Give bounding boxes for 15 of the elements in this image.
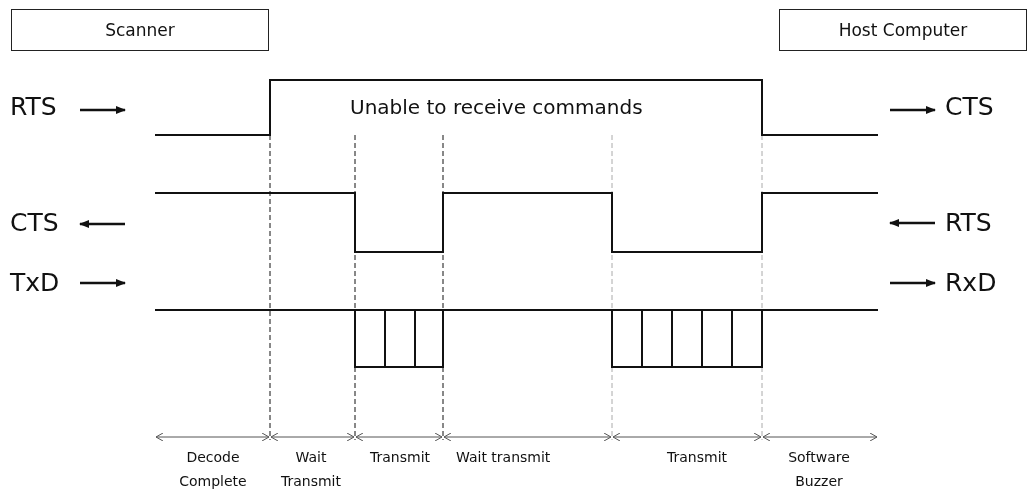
- interval-label: Software Buzzer: [787, 448, 851, 490]
- interval-label: Decode Complete: [178, 448, 248, 490]
- signal-name: CTS: [10, 208, 59, 237]
- signal-name: TxD: [10, 268, 60, 297]
- signal-name: RTS: [945, 208, 992, 237]
- interval-label: Wait Transmit: [280, 448, 342, 490]
- signal-name: RTS: [10, 92, 57, 121]
- endpoint-box: Host Computer: [779, 9, 1027, 51]
- waveform-note: Unable to receive commands: [350, 95, 643, 119]
- interval-label: Transmit: [370, 448, 430, 467]
- interval-label: Wait transmit: [456, 448, 551, 467]
- interval-label: Transmit: [667, 448, 727, 467]
- signal-name: RxD: [945, 268, 997, 297]
- signal-name: CTS: [945, 92, 994, 121]
- endpoint-box: Scanner: [11, 9, 269, 51]
